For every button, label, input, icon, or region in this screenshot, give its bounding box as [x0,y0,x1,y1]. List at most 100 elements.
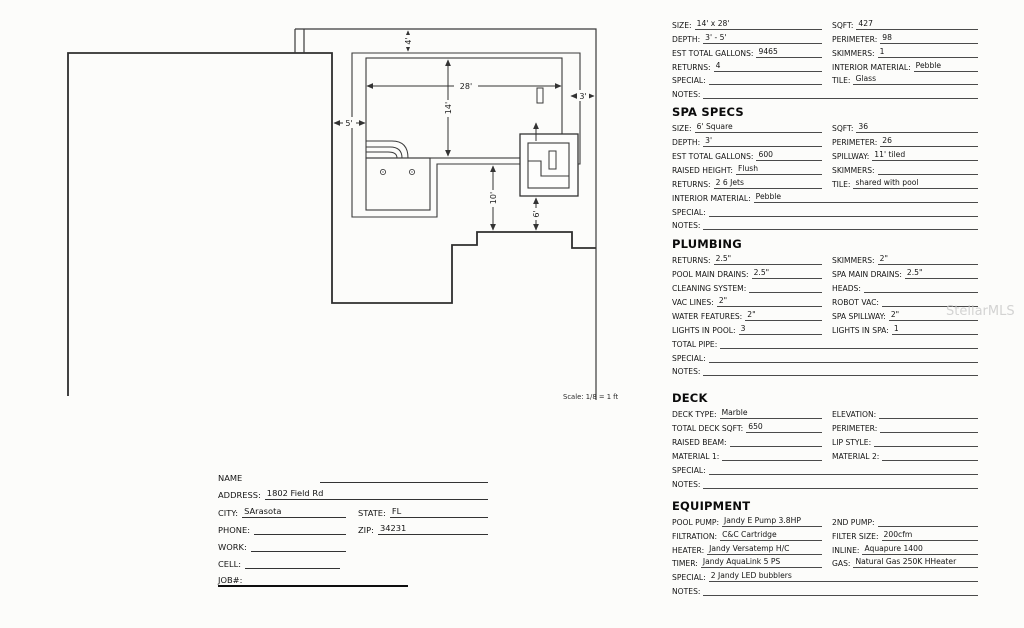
field-value[interactable] [708,473,978,475]
field-value[interactable]: Aquapure 1400 [862,544,978,555]
field-label: SKIMMERS: [832,256,875,266]
dim-pool-width-label: 14' [444,102,453,114]
field-value[interactable]: Pebble [913,61,978,72]
field-value[interactable] [722,459,822,462]
field-value[interactable] [703,487,978,489]
field-value[interactable]: 6' Square [694,122,822,134]
field-value[interactable]: shared with pool [853,178,978,189]
field-value[interactable] [703,228,978,231]
phone-zip-row: PHONE: ZIP: 34231 [218,518,488,535]
field-label: FILTRATION: [672,531,718,541]
field-label: HEATER: [672,545,705,555]
field-value[interactable]: 2" [745,310,822,321]
field-value[interactable]: 2" [716,296,822,308]
field-value[interactable]: 3' [703,136,822,148]
field-value[interactable]: 26 [880,136,978,148]
spec-field: LIP STYLE: [832,438,978,448]
field-value[interactable]: Jandy E Pump 3.8HP [722,516,822,527]
field-value[interactable]: 9465 [756,47,822,58]
work-field[interactable] [250,550,346,552]
field-value[interactable] [874,445,978,448]
field-value[interactable]: 14' x 28' [694,19,822,30]
field-value[interactable]: 2" [888,310,978,321]
cell-field[interactable] [245,567,340,570]
field-value[interactable] [703,374,978,377]
field-label: SPECIAL: [672,76,706,86]
field-value[interactable]: 98 [880,33,978,44]
field-value[interactable]: 2.5" [904,268,978,280]
field-value[interactable] [720,347,978,349]
field-value[interactable]: 1 [877,47,978,58]
section-title-deck: DECK [672,391,708,406]
field-value[interactable]: 2 Jandy LED bubblers [708,571,978,583]
job-row[interactable]: JOB#: [218,569,408,588]
field-value[interactable] [708,361,978,363]
field-value[interactable]: 427 [856,19,978,30]
spec-field: SIZE:14' x 28' [672,19,822,30]
spec-field: RAISED HEIGHT:Flush [672,164,822,175]
field-value[interactable] [877,173,978,175]
field-value[interactable]: 4 [713,61,822,72]
spec-field: FILTRATION:C&C Cartridge [672,530,822,541]
field-value[interactable]: 2" [877,254,978,266]
dim-label-bg [442,100,454,117]
field-value[interactable] [882,305,978,308]
field-value[interactable]: 1 [891,324,978,335]
zip-label: ZIP: [358,524,374,535]
field-label: LIP STYLE: [832,438,872,448]
address-field[interactable]: 1802 Field Rd [264,488,488,501]
field-value[interactable] [703,97,978,100]
field-value[interactable] [729,445,822,448]
name-field[interactable] [320,481,488,484]
field-value[interactable] [708,83,822,86]
field-value[interactable]: 11' tiled [872,150,978,162]
dim-deck-below-pool-label: 10' [489,192,498,204]
field-value[interactable] [863,291,978,294]
field-value[interactable]: Marble [719,408,822,420]
field-value[interactable]: 2.5" [713,254,822,266]
field-label: DEPTH: [672,34,701,44]
field-value[interactable]: 650 [746,422,822,434]
field-value[interactable]: 2.5" [751,268,822,280]
spec-field: NOTES: [672,587,978,597]
field-value[interactable]: Natural Gas 250K HHeater [853,557,978,569]
field-value[interactable] [877,525,978,527]
field-value[interactable] [879,417,978,420]
field-label: RETURNS: [672,256,711,266]
field-value[interactable] [703,594,978,597]
field-value[interactable]: Flush [736,164,822,175]
spec-field: SPECIAL:2 Jandy LED bubblers [672,571,978,583]
field-value[interactable] [708,215,978,217]
field-value[interactable]: 3' - 5' [703,33,822,44]
field-value[interactable]: Glass [853,74,978,86]
city-field[interactable]: SArasota [242,506,346,518]
field-value[interactable]: Jandy Versatemp H/C [707,544,822,555]
field-value[interactable]: Pebble [753,192,978,203]
dim-label-bg [530,208,542,220]
field-value[interactable] [882,459,978,462]
field-value[interactable]: C&C Cartridge [720,530,822,541]
spec-row: SPECIAL: [672,203,978,217]
field-value[interactable]: 3 [738,324,822,335]
field-label: NOTES: [672,367,701,377]
field-label: NOTES: [672,90,701,100]
field-label: EST TOTAL GALLONS: [672,48,754,58]
field-value[interactable]: 2 6 Jets [713,178,822,189]
phone-field[interactable] [254,533,346,535]
field-value[interactable] [880,431,978,434]
state-field[interactable]: FL [389,506,488,518]
field-label: SQFT: [832,124,854,134]
field-value[interactable]: 600 [756,150,822,162]
zip-field[interactable]: 34231 [377,523,488,535]
field-value[interactable]: 200cfm [881,530,978,541]
field-value[interactable]: 36 [856,122,978,134]
field-value[interactable]: Jandy AquaLink 5 PS [700,557,822,569]
bubbler-icon [379,168,387,176]
field-value[interactable] [749,291,822,294]
spec-field: INTERIOR MATERIAL:Pebble [832,61,978,72]
